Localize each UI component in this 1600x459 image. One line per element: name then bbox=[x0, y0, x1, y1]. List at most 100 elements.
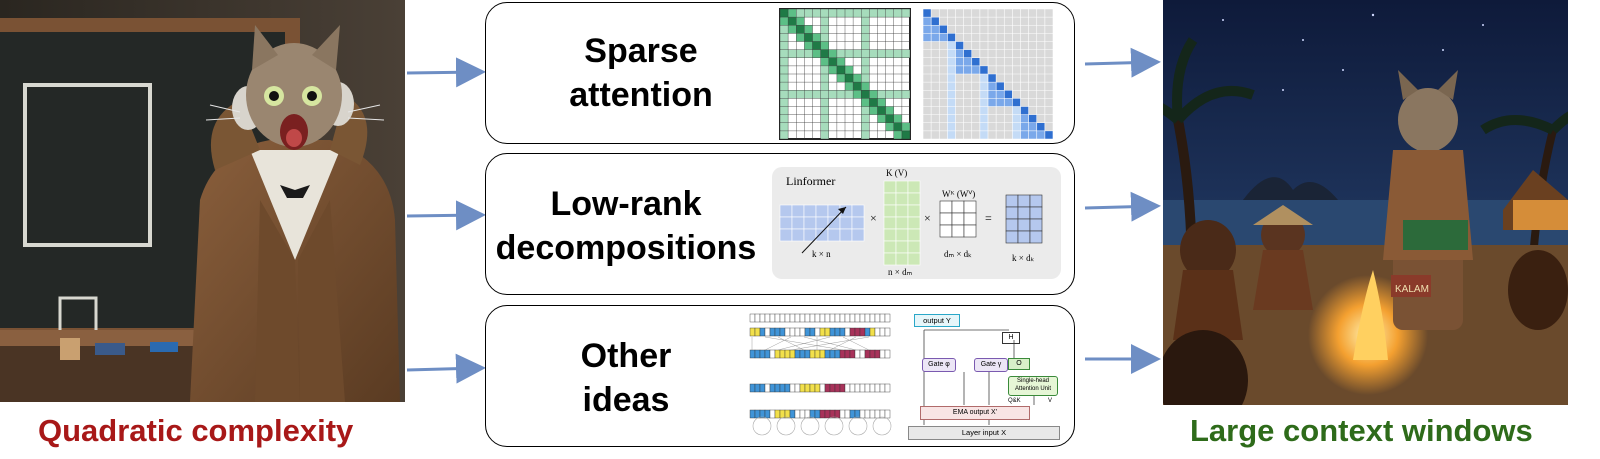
sparse-green-cell bbox=[820, 25, 829, 34]
block-token-cell bbox=[764, 327, 771, 337]
sparse-blue-cell bbox=[947, 49, 956, 58]
sparse-green-cell bbox=[820, 130, 829, 139]
sparse-green-cell bbox=[877, 49, 886, 58]
block-token-cell bbox=[809, 383, 816, 393]
block-token-cell bbox=[849, 313, 856, 323]
linformer-proj-cell bbox=[851, 228, 865, 242]
sparse-green-cell bbox=[780, 114, 789, 123]
block-token-cell bbox=[849, 349, 856, 359]
block-hash-circle bbox=[752, 416, 772, 436]
sparse-green-cell bbox=[788, 9, 797, 18]
sparse-green-cell bbox=[861, 74, 870, 83]
sparse-blue-cell bbox=[988, 90, 997, 99]
sparse-green-cell bbox=[780, 122, 789, 131]
block-token-cell bbox=[819, 383, 826, 393]
other-title-line1: Other bbox=[580, 337, 672, 375]
block-token-cell bbox=[839, 383, 846, 393]
mega-ema-box: EMA output X' bbox=[920, 406, 1030, 420]
block-connection-line bbox=[829, 336, 857, 351]
sparse-blue-cell bbox=[1036, 122, 1045, 131]
linformer-arrow-line bbox=[801, 206, 847, 254]
sparse-green-cell bbox=[804, 49, 813, 58]
sparse-green-cell bbox=[780, 9, 789, 18]
block-token-cell bbox=[844, 349, 851, 359]
linformer-proj-cell bbox=[779, 204, 793, 218]
sparse-green-cell bbox=[893, 130, 902, 139]
block-token-cell bbox=[839, 349, 846, 359]
kv-label: K (V) bbox=[886, 168, 908, 178]
mega-o-box: O bbox=[1008, 358, 1030, 370]
linformer-kv-cell bbox=[883, 192, 897, 206]
sparse-blue-cell bbox=[1028, 114, 1037, 123]
block-token-cell bbox=[814, 327, 821, 337]
sparse-blue-cell bbox=[988, 82, 997, 91]
sparse-green-cell bbox=[861, 49, 870, 58]
linformer-result-cell bbox=[1005, 194, 1019, 208]
sparse-blue-cell bbox=[988, 98, 997, 107]
linformer-proj-cell bbox=[791, 216, 805, 230]
sparse-blue-cell bbox=[947, 33, 956, 42]
sparse-green-cell bbox=[796, 17, 805, 26]
sparse-green-cell bbox=[820, 74, 829, 83]
block-token-cell bbox=[814, 383, 821, 393]
block-token-cell bbox=[754, 313, 761, 323]
sparse-blue-cell bbox=[931, 33, 940, 42]
block-token-cell bbox=[859, 409, 866, 419]
block-token-cell bbox=[774, 409, 781, 419]
block-token-cell bbox=[874, 409, 881, 419]
linformer-arrow-head bbox=[838, 207, 846, 214]
sparse-green-cell bbox=[861, 98, 870, 107]
linformer-kv-cell bbox=[907, 216, 921, 230]
block-token-cell bbox=[774, 313, 781, 323]
sparse-green-cell bbox=[780, 106, 789, 115]
label-k-n: k × n bbox=[812, 249, 831, 259]
sparse-green-cell bbox=[780, 65, 789, 74]
sparse-green-cell bbox=[845, 74, 854, 83]
sparse-green-cell bbox=[861, 65, 870, 74]
sparse-green-cell bbox=[820, 106, 829, 115]
block-token-cell bbox=[759, 349, 766, 359]
block-token-cell bbox=[789, 349, 796, 359]
sparse-green-cell bbox=[820, 114, 829, 123]
block-token-cell bbox=[824, 409, 831, 419]
sparse-green-cell bbox=[836, 9, 845, 18]
block-token-cell bbox=[859, 313, 866, 323]
linformer-kv-cell bbox=[895, 240, 909, 254]
sparse-blue-cell bbox=[947, 57, 956, 66]
sparse-blue-cell bbox=[971, 65, 980, 74]
linformer-kv-cell bbox=[883, 240, 897, 254]
linformer-proj-cell bbox=[851, 216, 865, 230]
block-token-cell bbox=[749, 327, 756, 337]
sparse-green-cell bbox=[804, 25, 813, 34]
block-token-cell bbox=[774, 349, 781, 359]
sparse-blue-cell bbox=[923, 33, 932, 42]
arrow-to-lowrank bbox=[406, 200, 486, 231]
times-sign-1: × bbox=[870, 211, 877, 225]
linformer-proj-cell bbox=[815, 228, 829, 242]
block-token-cell bbox=[839, 327, 846, 337]
sparse-green-cell bbox=[796, 25, 805, 34]
linformer-kv-cell bbox=[883, 204, 897, 218]
left-caption-quadratic: Quadratic complexity bbox=[38, 413, 354, 448]
linformer-title: Linformer bbox=[786, 174, 836, 188]
linformer-result-cell bbox=[1029, 194, 1043, 208]
sparse-blue-cell bbox=[1012, 106, 1021, 115]
low-rank-box: Low-rank decompositions Linformer K (V) … bbox=[485, 153, 1075, 295]
block-token-cell bbox=[789, 327, 796, 337]
sparse-blue-cell bbox=[923, 9, 932, 18]
sparse-green-cell bbox=[845, 65, 854, 74]
low-rank-title: Low-rank decompositions bbox=[491, 182, 761, 270]
sparse-green-cell bbox=[885, 114, 894, 123]
block-connection-line bbox=[764, 336, 792, 351]
block-token-cell bbox=[884, 327, 891, 337]
sparse-blue-cell bbox=[1020, 122, 1029, 131]
block-token-cell bbox=[804, 383, 811, 393]
sparse-green-cell bbox=[885, 9, 894, 18]
block-token-cell bbox=[789, 313, 796, 323]
block-token-cell bbox=[819, 349, 826, 359]
sparse-green-cell bbox=[804, 33, 813, 42]
sparse-title: Sparse attention bbox=[546, 29, 736, 117]
linformer-result-cell bbox=[1005, 206, 1019, 220]
sparse-green-cell bbox=[780, 17, 789, 26]
sparse-green-cell bbox=[877, 114, 886, 123]
